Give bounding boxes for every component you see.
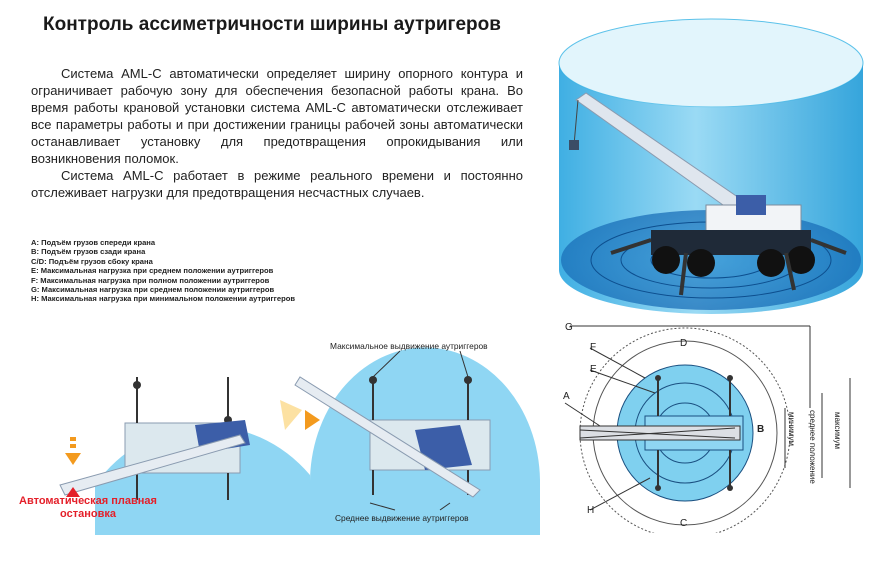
boom-hatch: [579, 427, 736, 439]
crane-top-view-right: [294, 376, 491, 498]
plan-letter-e: E: [590, 364, 597, 375]
range-label-max: максимум: [833, 412, 842, 450]
legend-item: G: Максимальная нагрузка при среднем пол…: [31, 285, 275, 295]
leader-e: [589, 369, 656, 394]
stop-marker: [66, 487, 80, 497]
range-label-mid: среднее положение: [808, 410, 817, 484]
callout-line: [459, 350, 469, 378]
legend-item: B: Подъём грузов сзади крана: [31, 247, 146, 257]
plan-letter-h: H: [587, 505, 595, 516]
legend-item: E: Максимальная нагрузка при среднем пол…: [31, 266, 274, 276]
legend-item: A: Подъём грузов спереди крана: [31, 238, 156, 247]
legend-item: C/D: Подъём грузов сбоку крана: [31, 256, 153, 266]
intro-text: Система AML-C автоматически определяет ш…: [31, 65, 523, 201]
stop-arrow: [65, 453, 81, 465]
crane-zone-illustration: [558, 18, 864, 314]
outrigger-scenes: [59, 347, 540, 535]
legend-list: A: Подъём грузов спереди крана B: Подъём…: [31, 238, 295, 304]
arrow-dash: [70, 437, 76, 441]
crane-body: [610, 195, 847, 296]
plan-letter-f: F: [590, 342, 597, 353]
arrow-dash: [70, 444, 76, 448]
plan-letter-c: C: [680, 518, 688, 529]
zone-top: [558, 18, 864, 108]
legend-item: F: Максимальная нагрузка при полном поло…: [31, 275, 270, 285]
mid-extension-label: Среднее выдвижение аутриггеров: [335, 513, 469, 523]
callout-line: [439, 502, 451, 511]
leader-h: [589, 477, 651, 511]
plan-letter-b: B: [757, 424, 765, 435]
crane-top-view-left: [59, 377, 250, 500]
auto-stop-label: Автоматическая плавная остановка: [19, 495, 157, 520]
load-zone-plan: [564, 325, 851, 533]
intro-paragraph-2: Система AML-C работает в режиме реальног…: [31, 168, 523, 200]
boom-hatch: [579, 429, 736, 439]
motion-arrow: [305, 410, 320, 430]
plan-letter-g: G: [565, 322, 573, 333]
legend-item: H: Максимальная нагрузка при минимальном…: [31, 294, 296, 304]
leader-a: [564, 402, 601, 427]
max-extension-label: Максимальное выдвижение аутриггеров: [330, 341, 488, 351]
range-label-min: минимум: [787, 412, 796, 446]
intro-paragraph-1: Система AML-C автоматически определяет ш…: [31, 66, 523, 166]
plan-letter-a: A: [563, 391, 570, 402]
leader-f: [589, 347, 646, 379]
callout-line: [369, 502, 396, 511]
page-title: Контроль ассиметричности ширины аутригер…: [43, 14, 501, 35]
callout-line: [372, 350, 401, 378]
plan-letter-d: D: [680, 338, 688, 349]
motion-shade: [280, 400, 302, 430]
